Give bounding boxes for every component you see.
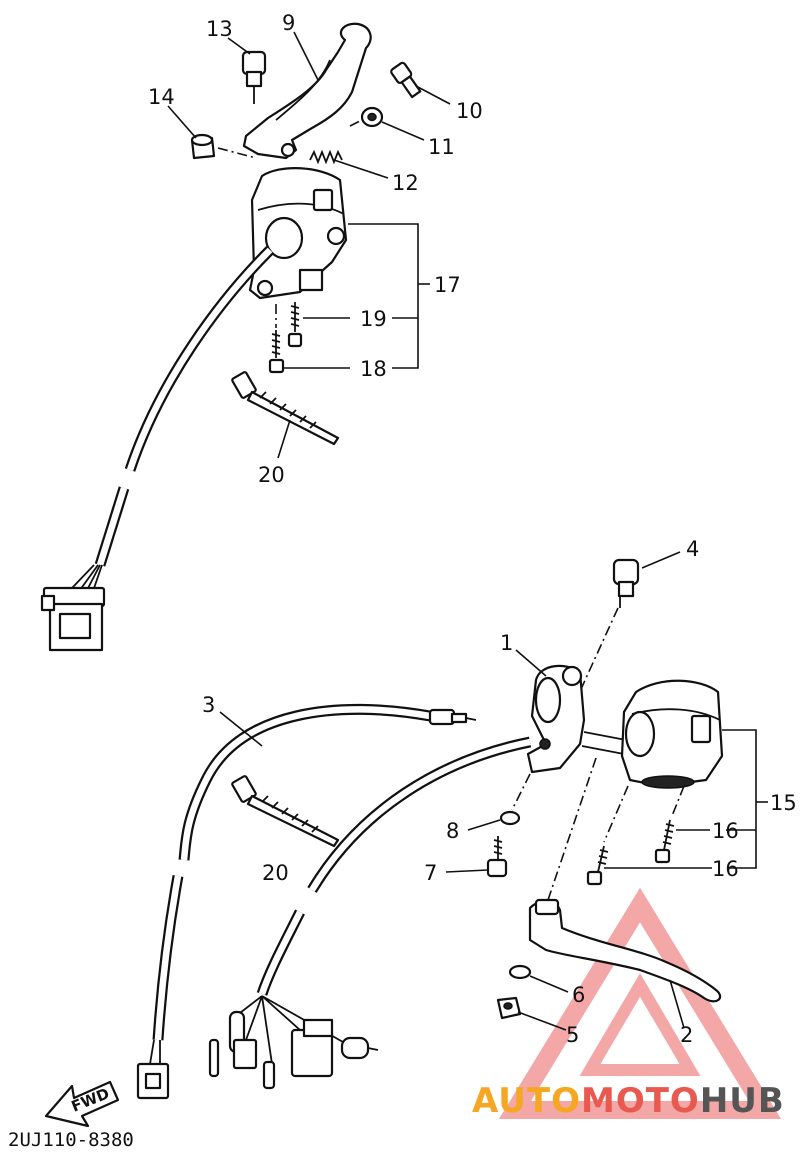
part-screw-16-upper xyxy=(654,819,675,864)
lower-switch-harness xyxy=(208,736,532,1090)
callout-19: 19 xyxy=(360,307,387,331)
callout-16-lower: 16 xyxy=(712,857,739,881)
watermark-text: AUTOMOTOHUB xyxy=(472,1081,785,1121)
part-brake-lever-2 xyxy=(528,898,722,1003)
part-collar-14 xyxy=(190,133,216,160)
part-cable-tie-20-lower xyxy=(231,775,340,848)
part-washer-8 xyxy=(499,810,521,826)
callout-14: 14 xyxy=(148,85,175,109)
leader-lines xyxy=(167,31,685,1031)
part-handlebar-switch-15 xyxy=(620,679,724,789)
watermark-part-moto: MOTO xyxy=(581,1081,700,1121)
diagram-code: 2UJ110-8380 xyxy=(8,1129,134,1151)
watermark-logo xyxy=(498,887,782,1119)
part-lever-holder-1 xyxy=(526,664,586,774)
part-screw-16-lower xyxy=(586,845,609,886)
callout-20-lower: 20 xyxy=(262,861,289,885)
callout-1: 1 xyxy=(500,631,513,655)
callout-4: 4 xyxy=(686,537,699,561)
watermark-part-auto: AUTO xyxy=(472,1081,581,1121)
callout-6: 6 xyxy=(572,983,585,1007)
watermark-part-hub: HUB xyxy=(700,1081,785,1121)
callout-13: 13 xyxy=(206,17,233,41)
switch-cable-connector xyxy=(136,1039,170,1100)
part-screw-19 xyxy=(287,302,303,348)
forward-arrow-icon: FWD xyxy=(44,1080,120,1128)
part-o-ring-6 xyxy=(508,964,532,980)
callout-12: 12 xyxy=(392,171,419,195)
callout-9: 9 xyxy=(282,11,295,35)
part-clutch-lever-9 xyxy=(242,22,372,160)
upper-wire-connector xyxy=(40,586,106,652)
callout-10: 10 xyxy=(456,99,483,123)
part-screw-7 xyxy=(486,836,508,878)
callout-17: 17 xyxy=(434,273,461,297)
upper-switch-cable xyxy=(71,246,274,595)
callout-18: 18 xyxy=(360,357,387,381)
part-nut-11 xyxy=(360,106,384,128)
part-nut-5 xyxy=(496,996,522,1020)
callout-15: 15 xyxy=(770,791,797,815)
callout-labels: 13 9 14 10 11 12 17 19 18 20 4 1 3 15 8 … xyxy=(148,11,797,1047)
part-bolt-10 xyxy=(390,61,422,99)
callout-11: 11 xyxy=(428,135,455,159)
callout-20-upper: 20 xyxy=(258,463,285,487)
callout-2: 2 xyxy=(680,1023,693,1047)
callout-7: 7 xyxy=(424,861,437,885)
callout-5: 5 xyxy=(566,1023,579,1047)
callout-16-upper: 16 xyxy=(712,819,739,843)
callout-3: 3 xyxy=(202,693,215,717)
part-screw-18 xyxy=(268,304,285,374)
part-cable-tie-20-upper xyxy=(231,371,340,446)
part-spring-12 xyxy=(309,149,343,165)
part-handlebar-switch-17 xyxy=(248,167,348,300)
callout-8: 8 xyxy=(446,819,459,843)
part-switch-cable-3 xyxy=(152,703,477,1041)
part-bolt-4 xyxy=(612,558,640,608)
part-bolt-13 xyxy=(241,50,267,104)
